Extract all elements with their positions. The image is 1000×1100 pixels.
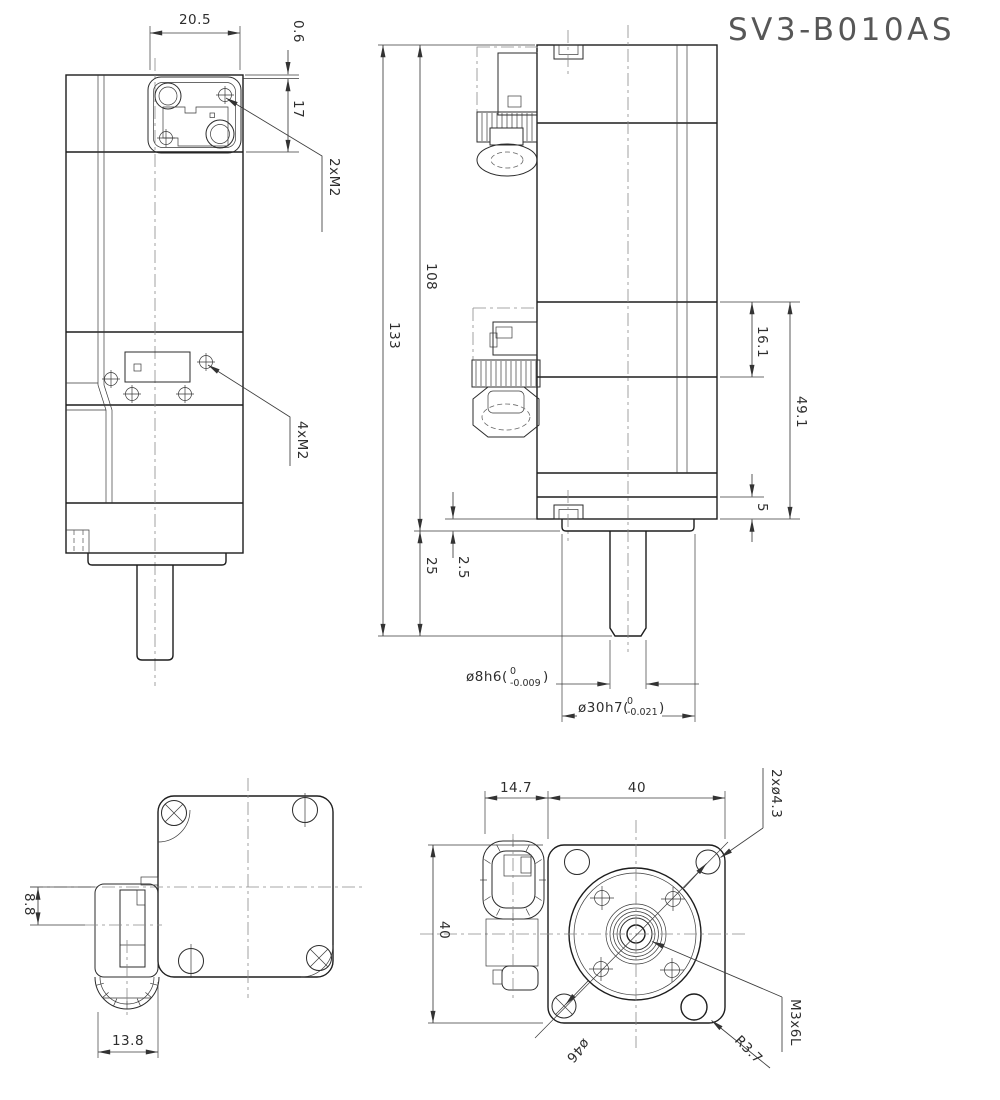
top-key-tab — [553, 44, 584, 60]
tolerance-lower: -0.021 — [627, 707, 658, 718]
callout-shaft-tap: M3x6L — [651, 941, 803, 1052]
tolerance-upper: 0 — [627, 696, 633, 707]
dim-boss-diameter: ø30h7( 0 -0.021 ) — [561, 534, 696, 722]
dim-label: 0.6 — [290, 20, 306, 43]
dim-shaft-diameter: ø8h6( 0 -0.009 ) — [466, 640, 699, 689]
dim-label: 40 — [628, 780, 646, 796]
callout-bolt-circle: ø46 — [563, 1035, 593, 1066]
dim-label: 5 — [754, 503, 770, 512]
dim-conn-width: 13.8 — [97, 982, 159, 1058]
dim-label: 17 — [290, 100, 306, 118]
callout-corner-holes: 2xø4.3 — [720, 768, 784, 858]
callout-corner-radius: R3.7 — [711, 1020, 771, 1069]
callout-label: R3.7 — [731, 1033, 766, 1068]
dim-plate-gap: 0.6 — [243, 20, 306, 79]
side-connector — [85, 876, 162, 1015]
callout-label: 2xM2 — [326, 158, 342, 197]
side-view: 133 108 25 2.5 16.1 49.1 5 ø8h6( — [378, 25, 809, 722]
callout-label: 4xM2 — [294, 421, 310, 460]
face-screw-holes — [589, 886, 685, 982]
dim-label: 108 — [423, 263, 439, 290]
tolerance-upper: 0 — [510, 666, 516, 677]
dim-label: ø8h6( — [466, 669, 508, 685]
dim-gear-step: 16.1 — [720, 301, 800, 378]
housing-outline — [157, 795, 334, 978]
dim-label: 133 — [386, 322, 402, 349]
front-connector — [480, 834, 546, 998]
callout-label: 2xø4.3 — [768, 769, 784, 818]
dim-label: 16.1 — [754, 326, 770, 358]
encoder-cable-gland — [476, 46, 538, 177]
dim-total-height: 133 — [378, 44, 535, 636]
dim-label: 25 — [423, 557, 439, 575]
dim-front-width: 20.5 — [149, 12, 241, 70]
dim-label-close: ) — [659, 700, 665, 716]
dim-flange-width: 40 — [548, 780, 726, 839]
dim-label: 20.5 — [179, 12, 211, 28]
front-view: 20.5 0.6 17 2xM2 4xM2 — [65, 12, 342, 686]
dim-label: 49.1 — [793, 396, 809, 428]
tolerance-lower: -0.009 — [510, 678, 541, 689]
power-cable-gland — [471, 307, 541, 438]
callout-2xM2: 2xM2 — [225, 97, 342, 232]
dim-gear-height: 49.1 — [720, 302, 809, 520]
dim-flange-thickness: 5 — [720, 474, 770, 542]
dim-label: 8.8 — [21, 893, 37, 916]
nameplate — [102, 351, 215, 403]
dim-flange-conn-width: 14.7 — [484, 780, 549, 839]
callout-label: M3x6L — [787, 999, 803, 1046]
dim-label: 14.7 — [500, 780, 532, 796]
encoder-connector-plate — [147, 76, 242, 154]
dim-label-close: ) — [543, 669, 549, 685]
motor-body-outline — [536, 44, 718, 520]
top-view: 8.8 13.8 — [21, 778, 362, 1058]
dim-label: 13.8 — [112, 1033, 144, 1049]
dim-label: 2.5 — [455, 556, 471, 579]
pilot-boss — [87, 553, 227, 566]
dim-label: ø30h7( — [578, 700, 629, 716]
callout-4xM2: 4xM2 — [207, 364, 310, 466]
bottom-key-tab — [553, 504, 584, 520]
flange-view: 14.7 40 40 2xø4.3 M3x6L R3.7 ø46 — [420, 768, 803, 1069]
motor-body-outline — [65, 74, 244, 554]
drawing-title: SV3-B010AS — [728, 12, 955, 48]
dim-conn-offset: 8.8 — [21, 886, 95, 926]
dim-body-height: 108 — [417, 45, 439, 531]
output-shaft — [136, 565, 174, 661]
dim-label: 40 — [436, 921, 452, 939]
dim-shaft-length: 25 — [378, 530, 612, 637]
dim-plate-height: 17 — [246, 79, 306, 153]
dim-boss-height: 2.5 — [445, 492, 537, 579]
dim-flange-height: 40 — [428, 844, 543, 1024]
